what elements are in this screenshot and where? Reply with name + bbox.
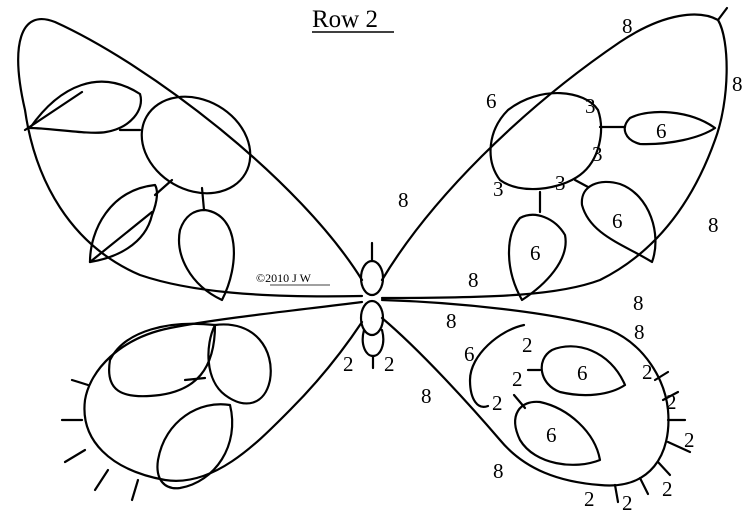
right-picot-4	[666, 440, 692, 454]
count-picot-2f: 2	[584, 487, 595, 511]
left-picot-3	[63, 448, 87, 464]
count-picot-2e: 2	[622, 491, 633, 515]
count-body-right: 2	[384, 352, 395, 376]
left-upper-ring-large	[140, 95, 252, 195]
count-tip-right: 8	[732, 72, 743, 96]
right-picot-2	[661, 390, 680, 402]
right-picot-5	[656, 460, 672, 477]
body-upper-segment	[359, 259, 385, 297]
count-lower-lower-ring: 6	[546, 423, 557, 447]
count-body-side: 8	[398, 188, 409, 212]
right-picot-7	[613, 483, 620, 504]
count-top-ring-3-left: 3	[493, 177, 504, 201]
diagram-title: Row 2	[312, 6, 378, 33]
left-upper-wing-outline	[17, 18, 364, 298]
count-lower-outer-8a: 8	[633, 291, 644, 315]
count-tip-top: 8	[622, 14, 633, 38]
right-upper-ring-top	[489, 91, 602, 191]
count-top-ring-3-top: 3	[585, 94, 596, 118]
count-lower-upper-edge: 8	[446, 309, 457, 333]
right-lower-wing-outline	[380, 298, 670, 487]
count-top-ring-3-right: 3	[592, 142, 603, 166]
right-upper-tip-picot	[716, 6, 729, 22]
count-picot-2b: 2	[666, 390, 677, 414]
count-outer-lower: 8	[708, 213, 719, 237]
left-picot-5	[130, 478, 140, 502]
left-upper-join-2	[153, 178, 174, 197]
count-top-ring-left: 6	[486, 89, 497, 113]
left-upper-ring-lower-right	[177, 208, 235, 302]
count-picot-2d: 2	[662, 477, 673, 501]
left-lower-join-1	[183, 376, 207, 382]
left-lower-wing-outline	[83, 300, 364, 482]
left-lower-ring-upper-left	[108, 322, 217, 398]
right-lower-chain-6	[468, 323, 526, 408]
count-lower-left-chain: 6	[464, 342, 475, 366]
right-lower-ring-lower	[514, 400, 602, 466]
right-lower-ring-upper	[540, 345, 627, 397]
right-upper-join-2	[573, 178, 590, 189]
butterfly-body	[359, 241, 385, 370]
right-picot-1	[653, 370, 670, 382]
right-upper-wing-outline	[380, 13, 728, 300]
count-picot-2a: 2	[642, 360, 653, 384]
count-picot-2c: 2	[684, 428, 695, 452]
right-upper-wing	[380, 6, 729, 302]
count-lower-bottom-8: 8	[493, 459, 504, 483]
count-lower-upper-ring: 6	[577, 361, 588, 385]
right-upper-ring-lower-left	[507, 213, 567, 302]
count-top-ring-3-lower: 3	[555, 171, 566, 195]
left-upper-ring-lower-left	[88, 183, 159, 264]
left-upper-join-3	[200, 186, 206, 212]
left-picot-4	[93, 468, 110, 492]
left-lower-wing	[60, 300, 364, 502]
count-ring-bot-2: 2	[492, 391, 503, 415]
count-right-ring: 6	[656, 119, 667, 143]
right-lower-join-2	[512, 393, 527, 410]
count-ring-mid-2: 2	[512, 367, 523, 391]
count-lower-right-ring: 6	[612, 209, 623, 233]
left-lower-ring-bottom	[156, 403, 234, 490]
count-lower-outer-8b: 8	[634, 320, 645, 344]
count-ring-top-2: 2	[522, 333, 533, 357]
count-body-left: 2	[343, 352, 354, 376]
left-upper-chain-mid	[88, 210, 154, 264]
left-upper-ring-small	[28, 80, 143, 134]
left-upper-chain-top	[23, 90, 84, 132]
count-lower-left-ring: 6	[530, 241, 541, 265]
right-picot-6	[638, 476, 650, 496]
count-lower-chain-8: 8	[421, 384, 432, 408]
right-upper-ring-right	[623, 110, 717, 146]
left-lower-ring-upper-right	[207, 323, 272, 405]
right-upper-ring-lower-right	[580, 180, 657, 264]
count-inner-edge: 8	[468, 268, 479, 292]
right-lower-wing	[380, 298, 692, 504]
left-picot-1	[70, 378, 90, 387]
copyright-notice: ©2010 J W	[256, 271, 312, 285]
left-upper-wing	[17, 18, 364, 302]
